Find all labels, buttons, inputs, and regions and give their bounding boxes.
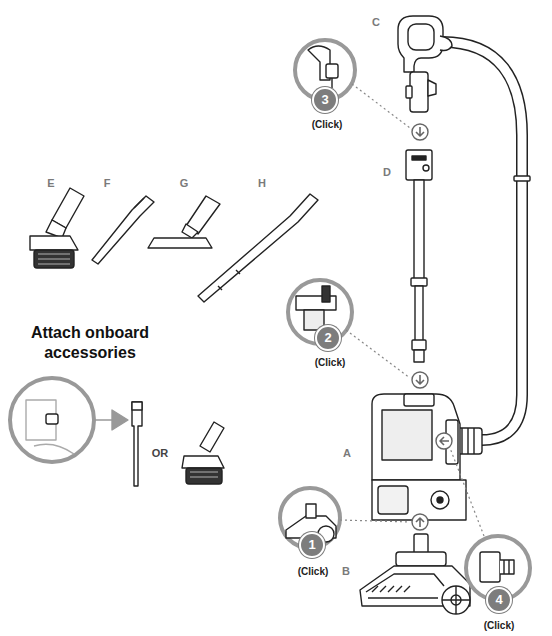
click-note: (Click) — [484, 620, 515, 631]
click-note: (Click) — [315, 357, 346, 368]
part-letter: H — [258, 177, 266, 189]
click-note: (Click) — [312, 119, 343, 130]
or-note: OR — [152, 447, 169, 459]
section-heading: Attach onboard accessories — [5, 323, 175, 363]
part-letter: F — [104, 177, 111, 189]
click-note: (Click) — [298, 566, 329, 577]
part-letter: D — [383, 166, 391, 178]
part-letter: C — [372, 16, 380, 28]
part-letter: A — [343, 447, 351, 459]
callout-number: 1 — [299, 532, 325, 558]
callout-number: 4 — [486, 587, 512, 613]
callout-number: 3 — [312, 87, 338, 113]
part-letter: G — [180, 177, 189, 189]
part-letter: E — [47, 177, 54, 189]
part-letter: B — [342, 565, 350, 577]
callout-number: 2 — [315, 325, 341, 351]
